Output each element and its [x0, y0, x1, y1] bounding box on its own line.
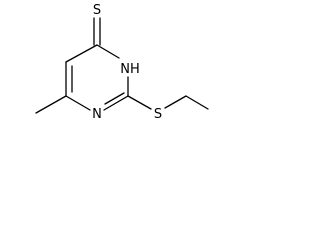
bond-n3-c4 [96, 44, 120, 59]
bond-n1-c2 [103, 95, 129, 111]
ring-nh-label: NH [120, 62, 140, 77]
structure-svg: S NH N S [35, 3, 209, 122]
molecule-diagram: S NH N S [0, 0, 216, 138]
thione-sulfur-label: S [93, 3, 101, 18]
bond-c4-c5 [65, 44, 98, 63]
bond-ch2-ch3 [185, 95, 209, 110]
bond-n1-c2-inner [104, 92, 125, 105]
thioether-sulfur-label: S [154, 107, 162, 122]
bond-c6-n1 [65, 95, 91, 111]
bond-s-ch2 [164, 95, 187, 109]
ring-nitrogen-label: N [92, 107, 102, 122]
bond-c6-methyl [35, 95, 67, 114]
bond-c2-s [127, 95, 152, 110]
